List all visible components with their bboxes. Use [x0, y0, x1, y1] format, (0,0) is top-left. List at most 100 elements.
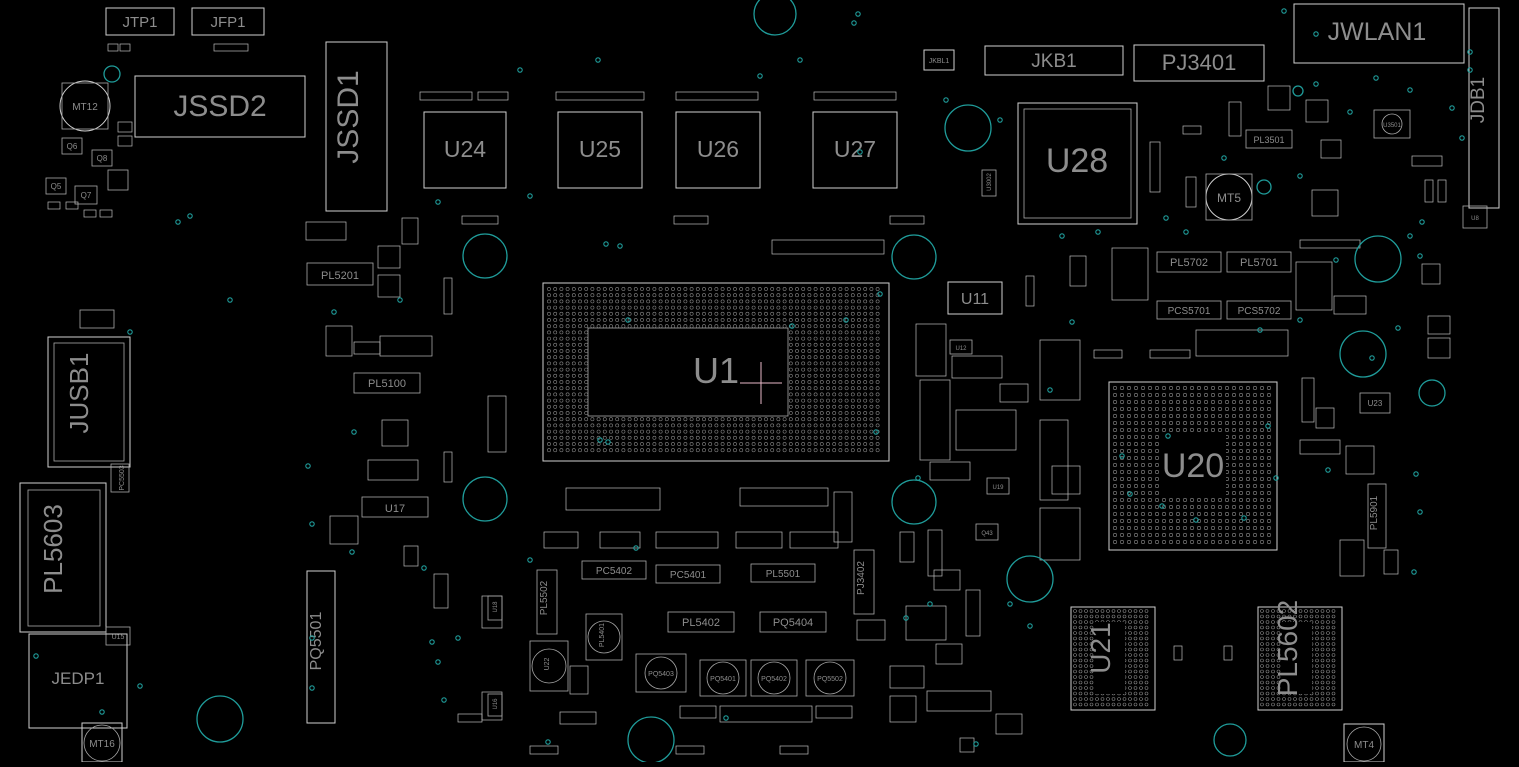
- svg-text:U3002: U3002: [987, 173, 993, 191]
- svg-text:PC5401: PC5401: [670, 570, 707, 581]
- svg-text:JEDP1: JEDP1: [52, 669, 105, 688]
- component-u11[interactable]: U11: [947, 281, 1003, 315]
- component-u25[interactable]: U25: [557, 111, 643, 189]
- pl5201-side-parts: [305, 217, 453, 357]
- svg-text:PL5502: PL5502: [539, 580, 550, 615]
- svg-text:JKB1: JKB1: [1031, 51, 1076, 72]
- svg-text:U3501: U3501: [1383, 123, 1401, 129]
- component-pq5404[interactable]: PQ5403: [635, 653, 687, 693]
- svg-text:U19: U19: [992, 485, 1004, 491]
- component-jwlan1[interactable]: JWLAN1: [1293, 3, 1465, 64]
- mounting-holes: [103, 0, 1446, 764]
- svg-text:U27: U27: [834, 136, 876, 162]
- component-u22[interactable]: U21: [1070, 606, 1156, 711]
- component-jtp1[interactable]: JTP1: [105, 7, 175, 36]
- svg-text:PL5100: PL5100: [368, 378, 406, 390]
- component-pl5702[interactable]: PL5702: [1156, 251, 1222, 273]
- component-u28[interactable]: U28: [1017, 102, 1138, 225]
- svg-text:U24: U24: [444, 136, 486, 162]
- component-u12[interactable]: U12: [949, 339, 973, 355]
- component-u27[interactable]: U27: [812, 111, 898, 189]
- component-q43[interactable]: Q43: [975, 523, 999, 541]
- svg-text:PQ5404: PQ5404: [773, 617, 813, 629]
- component-pq5401[interactable]: PQ5402: [750, 659, 798, 697]
- component-pl5901[interactable]: PL5901: [1367, 483, 1387, 549]
- svg-text:U12: U12: [955, 346, 967, 352]
- svg-text:PL5701: PL5701: [1240, 257, 1278, 269]
- component-jedp1[interactable]: PQ5501: [306, 570, 336, 724]
- component-mt5[interactable]: MT5: [1205, 173, 1253, 221]
- component-pl5602[interactable]: U21 PL5602 MT4 MT16 U21 PL5602 MT4 MT16 …: [926, 690, 992, 712]
- component-pq5502[interactable]: U22: [529, 640, 569, 692]
- component-jusb1[interactable]: JUSB1: [47, 336, 131, 468]
- component-pj3402[interactable]: JEDP1: [28, 633, 128, 729]
- component-mt4[interactable]: MT4: [1343, 723, 1385, 763]
- lower-mid-pads: [457, 487, 886, 755]
- component-pj3401[interactable]: PJ3401: [1133, 44, 1265, 82]
- component-u26[interactable]: U26: [675, 111, 761, 189]
- component-pl5603[interactable]: U17: [361, 496, 429, 518]
- svg-text:PC5503: PC5503: [119, 465, 126, 490]
- component-mt12[interactable]: MT12: [59, 80, 111, 132]
- svg-text:PL5702: PL5702: [1170, 257, 1208, 269]
- component-pl5201[interactable]: PL5201: [306, 262, 374, 286]
- component-jhdmi1[interactable]: PL5603: [19, 482, 107, 633]
- component-pl5701[interactable]: PL5701: [1226, 251, 1292, 273]
- component-jfp1[interactable]: JFP1: [191, 7, 265, 36]
- small-transistor-cluster: Q6 Q8 Q5 Q7: [45, 121, 133, 218]
- component-pcs5701[interactable]: PCS5701: [1156, 300, 1222, 320]
- u1-ball-grid: [547, 287, 880, 453]
- component-pl5501[interactable]: PL5502: [536, 569, 558, 635]
- svg-text:Q5: Q5: [51, 182, 62, 191]
- svg-text:JKBL1: JKBL1: [929, 58, 950, 65]
- component-pl5401[interactable]: PL5402: [667, 611, 735, 633]
- component-qw4[interactable]: U8: [1462, 205, 1488, 229]
- component-mt16[interactable]: MT16: [81, 722, 123, 763]
- component-pl3501[interactable]: PL3501: [1245, 129, 1293, 149]
- via-dots: [33, 8, 1473, 747]
- component-pcs5702[interactable]: PCS5702: [1226, 300, 1292, 320]
- component-u20[interactable]: U20: [1108, 381, 1278, 551]
- center-right-pads: [889, 255, 1233, 753]
- component-u1[interactable]: U1: [542, 282, 890, 462]
- svg-text:U22: U22: [544, 657, 551, 670]
- component-u3501[interactable]: U3501: [1373, 109, 1411, 139]
- component-pc5503[interactable]: PC5402: [581, 560, 647, 580]
- svg-text:PQ5501: PQ5501: [308, 612, 325, 671]
- svg-text:JSSD2: JSSD2: [173, 90, 266, 123]
- component-pq5501[interactable]: PL5401: [585, 613, 623, 661]
- svg-text:U20: U20: [1162, 447, 1224, 485]
- component-pq5402[interactable]: PQ5502: [805, 659, 855, 697]
- svg-text:PL5602: PL5602: [1272, 600, 1303, 697]
- component-pl5502[interactable]: PJ3402: [853, 549, 875, 615]
- svg-text:JTP1: JTP1: [122, 14, 157, 31]
- component-jssd1[interactable]: JSSD1: [325, 41, 388, 212]
- component-u15[interactable]: U15: [105, 626, 131, 646]
- component-pl5402[interactable]: PQ5404: [759, 611, 827, 633]
- component-u16[interactable]: U16: [487, 693, 503, 717]
- component-pc5401[interactable]: PL5501: [750, 563, 816, 583]
- component-u19[interactable]: U19: [986, 477, 1010, 495]
- component-u23[interactable]: U23: [1359, 392, 1391, 414]
- svg-text:PJ3402: PJ3402: [856, 561, 867, 595]
- left-mid-pads: [329, 395, 507, 721]
- component-u3002[interactable]: [79, 309, 115, 329]
- component-u24[interactable]: U24: [423, 111, 507, 189]
- svg-text:PL5501: PL5501: [766, 569, 801, 580]
- svg-text:U1: U1: [693, 350, 739, 391]
- svg-text:PL5201: PL5201: [321, 270, 359, 282]
- svg-text:PJ3401: PJ3401: [1162, 50, 1237, 75]
- component-jssd2[interactable]: JSSD2: [134, 75, 306, 138]
- component-u21[interactable]: PL5602: [1257, 600, 1343, 711]
- component-pq5403[interactable]: PQ5401: [699, 659, 747, 697]
- component-jkbl1[interactable]: JKBL1: [923, 49, 955, 71]
- component-pl5100[interactable]: PL5100: [353, 372, 421, 394]
- component-u18[interactable]: U18: [487, 595, 503, 621]
- component-pc5402[interactable]: PC5401: [655, 564, 721, 584]
- svg-text:PL5901: PL5901: [1369, 495, 1380, 530]
- component-u8[interactable]: U3002: [981, 169, 997, 197]
- component-u17[interactable]: PC5503: [110, 463, 130, 493]
- component-jdb1[interactable]: JDB1: [1468, 7, 1500, 209]
- component-jkb1[interactable]: JKB1: [984, 45, 1124, 76]
